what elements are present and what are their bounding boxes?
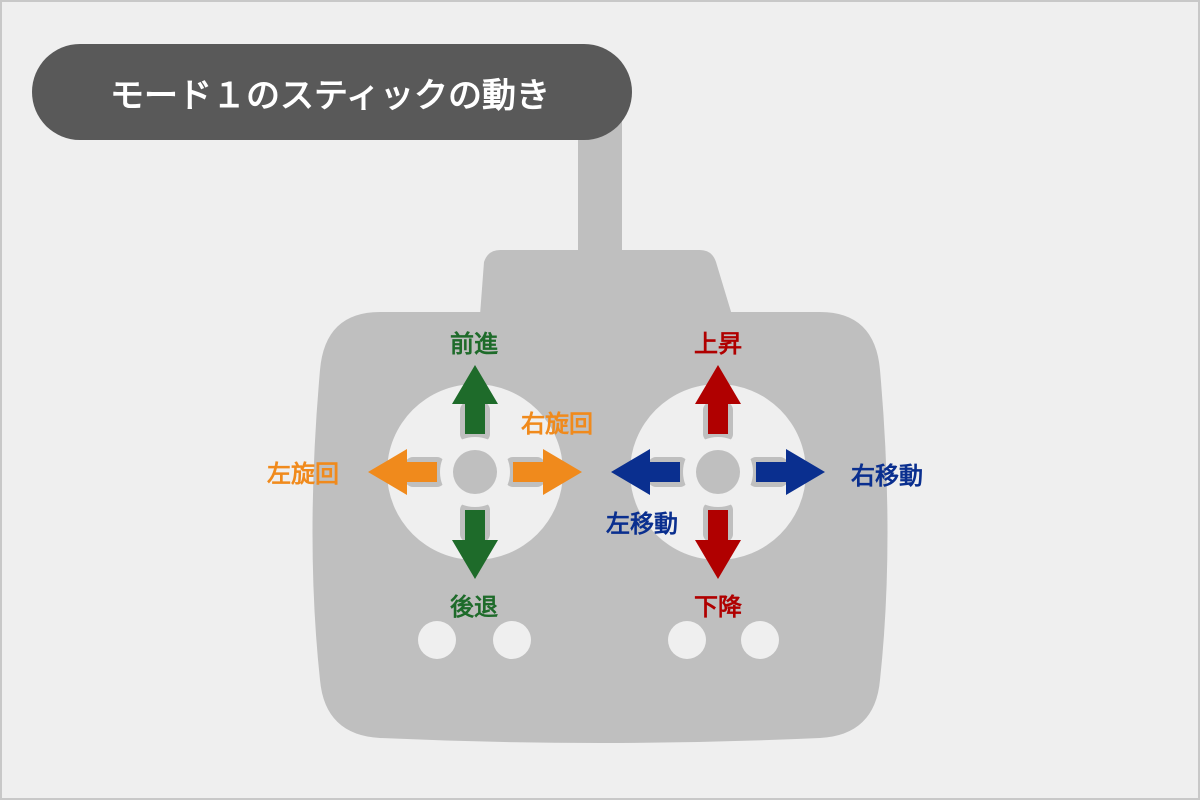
label-ascend: 上昇	[694, 330, 742, 358]
label-rotate-left: 左旋回	[267, 460, 339, 488]
controller-top	[480, 250, 732, 315]
title: モード１のスティックの動き	[110, 76, 550, 116]
button[interactable]	[418, 621, 456, 659]
button[interactable]	[741, 621, 779, 659]
label-forward: 前進	[450, 330, 498, 358]
left-arrow-right-icon	[513, 449, 582, 495]
left-arrow-left-icon	[368, 449, 437, 495]
antenna	[578, 120, 622, 270]
right-arrow-left-icon	[611, 449, 680, 495]
right-arrow-up-icon	[695, 365, 741, 434]
title-banner	[32, 44, 632, 140]
right-arrow-down-icon	[695, 510, 741, 579]
label-move-right: 右移動	[851, 462, 923, 490]
label-backward: 後退	[450, 593, 498, 621]
controller-body	[312, 312, 888, 743]
label-rotate-right: 右旋回	[521, 410, 593, 438]
right-arrow-right-icon	[756, 449, 825, 495]
button[interactable]	[493, 621, 531, 659]
left-arrow-down-icon	[452, 510, 498, 579]
right-stick-knob[interactable]	[696, 450, 740, 494]
label-descend: 下降	[694, 593, 743, 621]
label-move-left: 左移動	[606, 510, 678, 538]
button[interactable]	[668, 621, 706, 659]
left-stick-knob[interactable]	[453, 450, 497, 494]
left-arrow-up-icon	[452, 365, 498, 434]
